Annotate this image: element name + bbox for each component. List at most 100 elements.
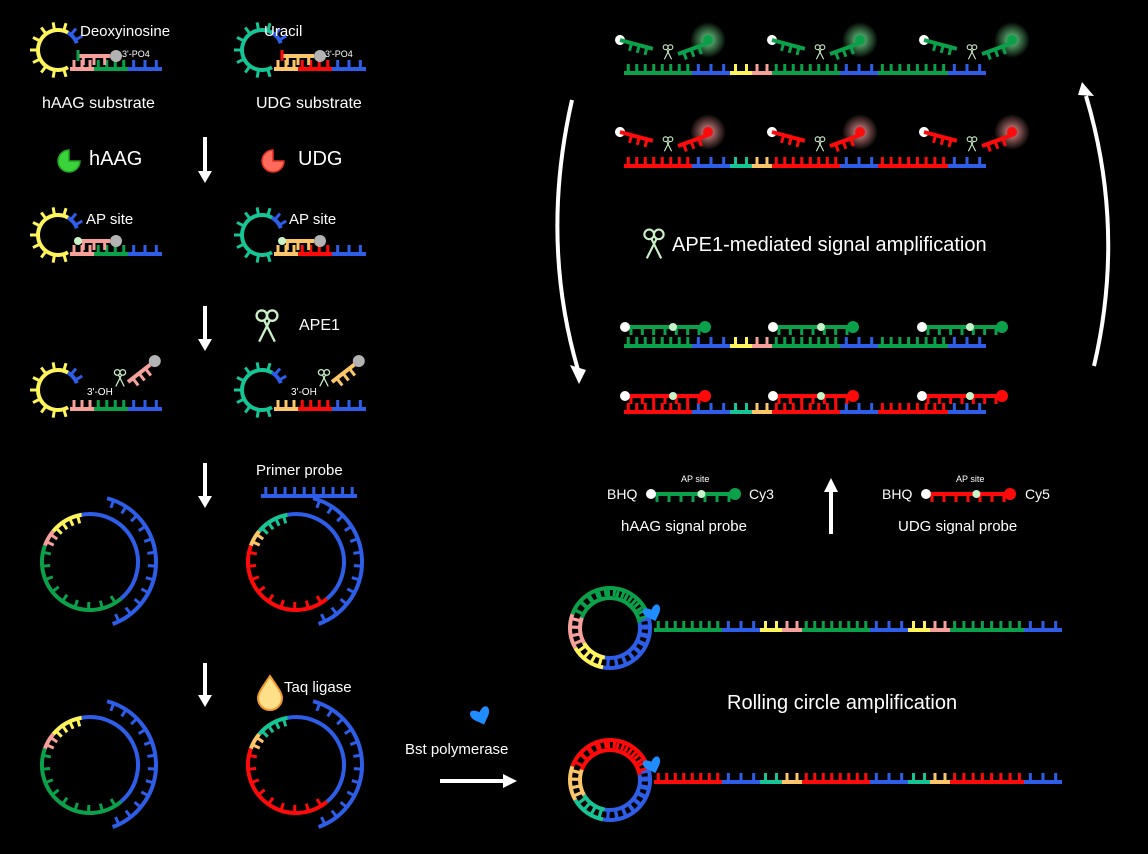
base-tick — [1001, 45, 1007, 55]
quencher-dot — [917, 322, 927, 332]
base-tick — [1001, 137, 1007, 147]
orange-outer-arc — [568, 765, 578, 801]
fluorophore-dot — [855, 35, 865, 45]
base-tick — [278, 374, 287, 382]
base-tick — [621, 654, 628, 664]
scissors-handle — [819, 44, 826, 51]
base-tick — [597, 743, 603, 752]
scissors-blade — [650, 238, 663, 259]
bst-polymerase-icon — [642, 604, 661, 622]
base-tick — [248, 766, 257, 771]
base-tick — [51, 788, 60, 796]
base-tick — [633, 600, 642, 609]
base-tick — [260, 729, 269, 738]
scissors-blade — [118, 374, 125, 387]
scissors-blade — [666, 141, 673, 152]
base-tick — [61, 796, 69, 806]
base-tick — [346, 790, 356, 798]
probe-fragment-right — [677, 41, 709, 60]
scissors-icon — [814, 136, 826, 152]
ap-site-dot — [966, 392, 974, 400]
arrow-head — [570, 365, 586, 384]
red-inner-arc — [579, 748, 642, 776]
rca-arrow — [440, 774, 517, 788]
haag-signal-probe-icon — [646, 488, 741, 502]
base-tick — [627, 594, 635, 603]
green-arc — [40, 544, 123, 612]
base-tick — [326, 505, 334, 515]
base-tick — [98, 600, 104, 609]
base-tick — [257, 585, 266, 593]
base-tick — [353, 550, 362, 555]
haag-signal-probe-label: hAAG signal probe — [621, 518, 747, 535]
base-tick — [32, 376, 41, 383]
base-tick — [260, 526, 269, 535]
base-tick — [304, 803, 310, 812]
base-tick — [932, 42, 938, 52]
base-tick — [251, 743, 261, 750]
phosphate-cap — [148, 355, 161, 368]
udg-enzyme-icon — [261, 149, 285, 173]
base-tick — [689, 48, 696, 58]
base-tick — [574, 638, 584, 645]
pink-arc — [43, 529, 55, 547]
red-outer-arc — [570, 738, 650, 768]
base-tick — [267, 521, 275, 531]
teal-arc — [257, 715, 289, 736]
scissors-blade — [967, 141, 974, 152]
orange-arc — [249, 732, 261, 750]
blue-arc — [81, 512, 140, 601]
base-tick — [640, 633, 650, 639]
base-tick — [590, 653, 597, 663]
fluorophore-dot — [855, 127, 865, 137]
base-tick — [120, 505, 128, 515]
base-tick — [597, 591, 603, 600]
base-tick — [266, 408, 272, 418]
probe-fragment-left — [615, 35, 654, 56]
base-tick — [45, 743, 55, 750]
blue-loop-segment — [270, 30, 283, 44]
base-tick — [266, 22, 272, 32]
base-tick — [248, 753, 258, 759]
base-tick — [304, 600, 310, 609]
base-tick — [131, 377, 140, 387]
scissors-handle — [819, 136, 826, 143]
hydroxyl-end-label-b: 3'-OH — [291, 387, 317, 398]
udg-cleaved-substrate — [234, 362, 366, 418]
base-tick — [109, 499, 116, 509]
base-tick — [621, 806, 628, 816]
phosphate-end-label-a: 3'-PO4 — [122, 49, 150, 59]
teal-outer-arc — [573, 798, 604, 822]
blue-loop-segment — [66, 370, 79, 384]
phosphate-cap — [110, 235, 122, 247]
teal-loop — [240, 28, 273, 72]
base-tick — [578, 796, 587, 804]
base-tick — [273, 212, 282, 221]
base-tick — [575, 609, 585, 616]
base-tick — [69, 367, 78, 376]
scissors-blade — [258, 320, 271, 343]
base-tick — [255, 362, 261, 371]
hydroxyl-end-label-a: 3'-OH — [87, 387, 113, 398]
base-tick — [255, 69, 261, 78]
scissors-icon — [662, 44, 674, 60]
base-tick — [32, 221, 41, 228]
arrow-curve — [1084, 95, 1111, 367]
base-tick — [42, 766, 51, 771]
amplification-title: APE1-mediated signal amplification — [672, 234, 987, 256]
base-tick — [341, 372, 350, 382]
base-tick — [32, 36, 41, 43]
phosphate-end-label-b: 3'-PO4 — [325, 49, 353, 59]
probe-fragment-left — [615, 127, 654, 148]
scissors-handle — [643, 228, 656, 241]
udg-ap-substrate — [234, 207, 366, 263]
base-tick — [62, 68, 68, 78]
base-tick — [49, 736, 59, 744]
base-tick — [993, 140, 1000, 150]
base-tick — [74, 34, 83, 42]
base-tick — [74, 374, 83, 382]
base-tick — [266, 253, 272, 263]
base-tick — [145, 576, 154, 582]
blue-outer-arc — [602, 765, 652, 822]
probe-fragment-left — [919, 35, 958, 56]
